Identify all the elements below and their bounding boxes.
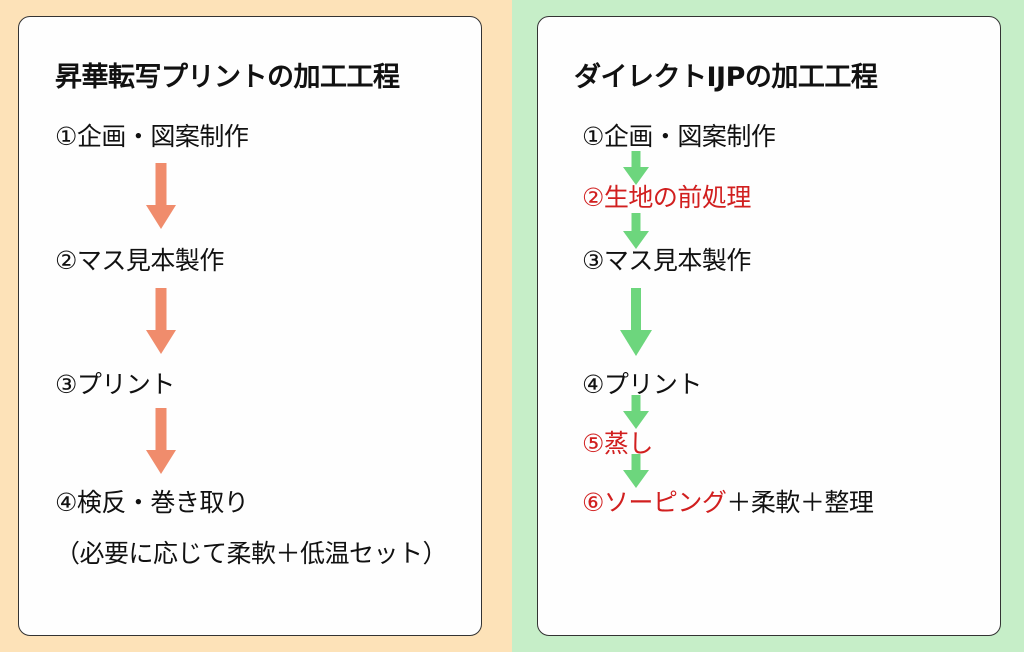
down-arrow-icon (620, 288, 652, 356)
down-arrow-icon (623, 395, 649, 429)
down-arrow-icon (146, 408, 176, 474)
sublimation-panel-title: 昇華転写プリントの加工工程 (55, 62, 400, 93)
sublimation-step-2: ②マス見本製作 (55, 246, 224, 275)
ijp-step-3: ③マス見本製作 (582, 246, 751, 275)
down-arrow-icon (623, 213, 649, 249)
sublimation-step-4-note: （必要に応じて柔軟＋低温セット） (55, 539, 448, 568)
sublimation-process-panel: 昇華転写プリントの加工工程 ①企画・図案制作 ②マス見本製作 ③プリント ④検反… (18, 16, 482, 636)
ijp-step-2-pretreatment: ②生地の前処理 (582, 183, 751, 212)
ijp-step-6: ⑥ソーピング＋柔軟＋整理 (582, 488, 874, 517)
sublimation-step-3: ③プリント (55, 370, 175, 399)
sublimation-step-1: ①企画・図案制作 (55, 122, 249, 151)
down-arrow-icon (146, 288, 176, 354)
ijp-step-4: ④プリント (582, 370, 702, 399)
ijp-step-6-soaping: ⑥ソーピング (582, 488, 727, 517)
down-arrow-icon (623, 151, 649, 185)
down-arrow-icon (623, 454, 649, 488)
ijp-step-5-steaming: ⑤蒸し (582, 429, 653, 458)
sublimation-step-4: ④検反・巻き取り (55, 488, 249, 517)
ijp-step-6-rest: ＋柔軟＋整理 (726, 488, 874, 517)
ijp-step-1: ①企画・図案制作 (582, 122, 776, 151)
down-arrow-icon (146, 163, 176, 229)
direct-ijp-process-panel: ダイレクトIJPの加工工程 ①企画・図案制作 ②生地の前処理 ③マス見本製作 ④… (537, 16, 1001, 636)
direct-ijp-panel-title: ダイレクトIJPの加工工程 (574, 62, 878, 93)
